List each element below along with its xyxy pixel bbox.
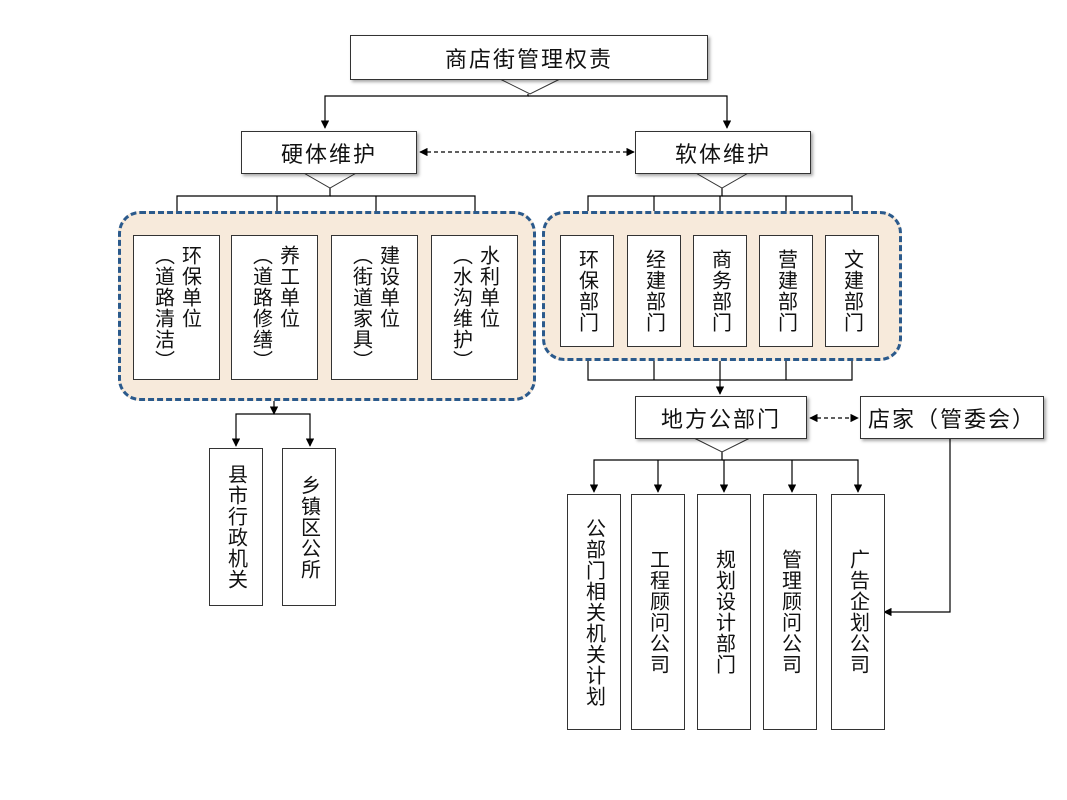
local-dept-label: 地方公部门	[660, 407, 781, 433]
bottom-item-label: 管理顾问公司	[778, 549, 803, 675]
soft-dept-box: 商务部门	[693, 235, 747, 347]
hard-unit-name: 水利单位	[476, 244, 501, 329]
soft-dept-box: 经建部门	[627, 235, 681, 347]
hard-unit-scope: （道路清洁）	[151, 244, 176, 371]
soft-dept-label: 营建部门	[774, 249, 799, 333]
hard-unit-name: 建设单位	[376, 244, 401, 329]
soft-dept-label: 经建部门	[642, 249, 667, 333]
root-label: 商店街管理权责	[444, 47, 613, 73]
hard-unit-box: 环保单位（道路清洁）	[133, 235, 220, 380]
bottom-item-box: 工程顾问公司	[631, 494, 685, 730]
local-gov-box: 乡镇区公所	[282, 448, 336, 606]
soft-dept-box: 环保部门	[560, 235, 614, 347]
soft-dept-label: 文建部门	[840, 249, 865, 333]
hard-unit-scope: （水沟维护）	[449, 244, 474, 371]
root-box: 商店街管理权责	[350, 35, 708, 80]
local-gov-label: 县市行政机关	[224, 464, 249, 590]
bottom-item-label: 公部门相关机关计划	[582, 517, 607, 707]
hard-unit-name: 养工单位	[276, 244, 301, 329]
bottom-item-label: 工程顾问公司	[646, 549, 671, 675]
hard-maintenance-label: 硬体维护	[280, 142, 377, 168]
local-gov-box: 县市行政机关	[209, 448, 263, 606]
soft-maintenance-box: 软体维护	[635, 131, 811, 174]
bottom-item-box: 广告企划公司	[831, 494, 885, 730]
bottom-item-label: 规划设计部门	[712, 549, 737, 675]
store-box: 店家（管委会）	[860, 396, 1044, 439]
bottom-item-box: 管理顾问公司	[763, 494, 817, 730]
store-label: 店家（管委会）	[867, 407, 1036, 433]
soft-maintenance-label: 软体维护	[674, 142, 771, 168]
local-gov-label: 乡镇区公所	[297, 474, 322, 580]
hard-maintenance-box: 硬体维护	[241, 131, 417, 174]
hard-unit-scope: （街道家具）	[349, 244, 374, 371]
hard-unit-box: 水利单位（水沟维护）	[431, 235, 518, 380]
soft-dept-label: 商务部门	[708, 249, 733, 333]
hard-unit-box: 养工单位（道路修缮）	[231, 235, 318, 380]
soft-dept-box: 营建部门	[759, 235, 813, 347]
hard-unit-box: 建设单位（街道家具）	[331, 235, 418, 380]
soft-dept-box: 文建部门	[825, 235, 879, 347]
local-dept-box: 地方公部门	[635, 396, 807, 439]
bottom-item-label: 广告企划公司	[846, 549, 871, 675]
bottom-item-box: 公部门相关机关计划	[567, 494, 621, 730]
bottom-item-box: 规划设计部门	[697, 494, 751, 730]
hard-unit-scope: （道路修缮）	[249, 244, 274, 371]
hard-unit-name: 环保单位	[178, 244, 203, 329]
soft-dept-label: 环保部门	[575, 249, 600, 333]
